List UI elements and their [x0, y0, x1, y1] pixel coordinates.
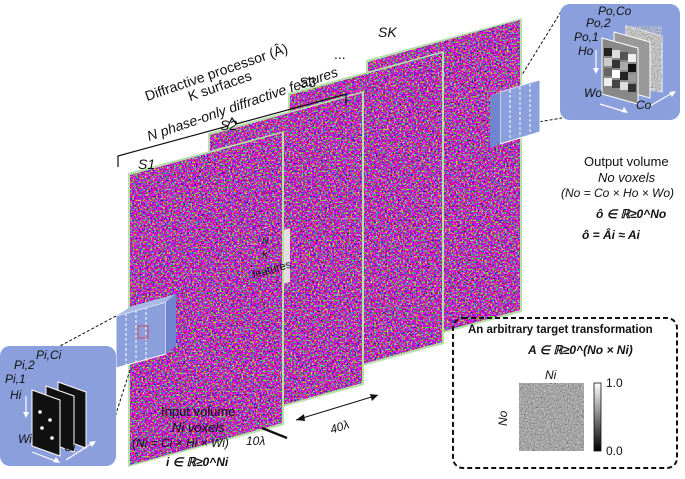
spacing-label: 10λ [246, 434, 266, 448]
output-label-p2: Po,2 [586, 16, 611, 30]
input-space: i ∈ ℝ≥0^Ni [166, 455, 229, 469]
input-volume-cube [115, 294, 176, 369]
label-s2: S2 [220, 117, 238, 133]
input-label-p1: Pi,1 [5, 372, 26, 386]
output-volume-cube [490, 79, 541, 148]
input-eq: (Ni = Ci × Hi × Wi) [132, 436, 229, 450]
label-s1: S1 [138, 156, 156, 172]
input-label-p2: Pi,2 [14, 358, 35, 372]
input-title: Input volume [161, 404, 236, 419]
output-voxels: No voxels [598, 170, 656, 185]
input-slice-1 [31, 389, 61, 457]
label-sk: SK [378, 24, 397, 40]
input-panel-graphic [0, 346, 116, 466]
output-label-p1: Po,1 [574, 30, 599, 44]
input-label-h: Hi [10, 388, 22, 402]
input-label-c: Ci [64, 440, 76, 454]
target-box [452, 317, 678, 469]
input-connector-bottom [113, 369, 131, 421]
output-pixel-grid [604, 48, 636, 92]
output-approx: ô = Âi ≈ Ai [582, 228, 640, 242]
processor-bracket [117, 93, 347, 167]
output-connector-top [519, 9, 563, 79]
colorbar-min: 0.0 [606, 444, 623, 458]
target-matrix [519, 383, 584, 451]
output-space: ô ∈ ℝ≥0^No [596, 207, 667, 221]
output-label-w: Wo [584, 86, 602, 100]
colorbar-max: 1.0 [606, 376, 623, 390]
features-k: K [262, 250, 269, 260]
colorbar [593, 382, 602, 452]
output-label-c: Co [636, 98, 652, 112]
input-label-pc: Pi,Ci [36, 348, 62, 362]
surfaces-ellipsis: ... [334, 46, 346, 62]
target-title: An arbitrary target transformation [468, 324, 653, 336]
label-s3: S3 [299, 74, 317, 90]
target-row-label: No [496, 410, 510, 426]
output-title: Output volume [584, 154, 669, 169]
output-label-pc: Po,Co [598, 4, 632, 18]
output-eq: (No = Co × Ho × Wo) [561, 186, 675, 200]
spacing-bar [261, 426, 288, 440]
input-voxels: Ni voxels [172, 420, 225, 435]
input-label-w: Wi [18, 432, 32, 446]
output-label-h: Ho [578, 44, 594, 58]
target-col-label: Ni [545, 368, 557, 382]
surface-s1 [128, 131, 284, 467]
input-connector-top [59, 315, 117, 347]
size-arrow [295, 394, 379, 421]
features-n: N [262, 236, 269, 246]
output-panel-graphic [560, 4, 680, 120]
target-eq: A ∈ ℝ≥0^(No × Ni) [528, 343, 633, 357]
